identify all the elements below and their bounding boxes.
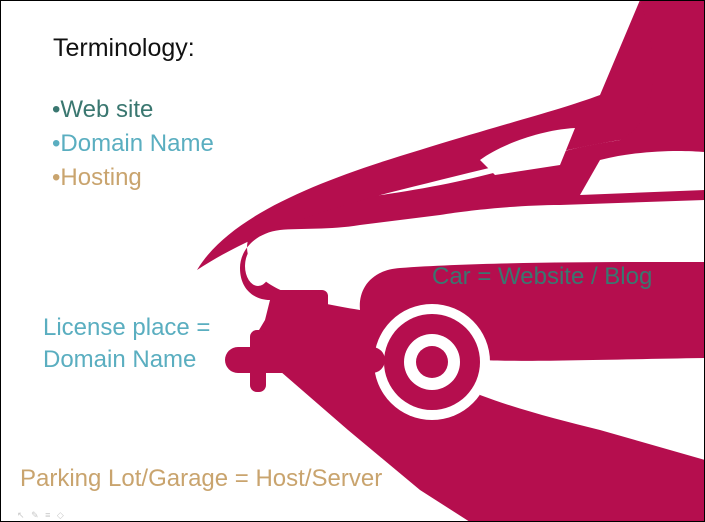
license-domain-label: License place = Domain Name [43, 312, 210, 376]
menu-icon[interactable]: ≡ [45, 510, 53, 520]
car-front-window [480, 128, 575, 175]
terminology-list: •Web site •Domain Name •Hosting [52, 96, 214, 198]
parking-host-label: Parking Lot/Garage = Host/Server [20, 465, 383, 492]
bullet-hosting: •Hosting [52, 164, 142, 191]
license-plate-icon [270, 290, 328, 332]
pen-icon[interactable]: ✎ [31, 510, 41, 520]
bullet-domain-name: •Domain Name [52, 130, 214, 157]
slide-toolbar: ↖ ✎ ≡ ◇ [17, 510, 66, 521]
car-bumper-post-left [250, 330, 266, 392]
license-label-line1: License place = [43, 314, 211, 341]
car-rear-window [580, 150, 705, 195]
car-website-label: Car = Website / Blog [432, 263, 653, 290]
bullet-web-site: •Web site [52, 96, 154, 123]
car-side-stripe [371, 245, 705, 260]
car-tail-fin [197, 0, 654, 270]
car-bumper-post-right [345, 330, 361, 392]
car-wheel-hub [416, 346, 448, 378]
navigate-icon[interactable]: ◇ [56, 510, 66, 520]
pointer-icon[interactable]: ↖ [17, 510, 27, 520]
car-headlight [245, 246, 271, 286]
slide-heading: Terminology: [53, 34, 195, 62]
license-label-line2: Domain Name [43, 346, 197, 373]
